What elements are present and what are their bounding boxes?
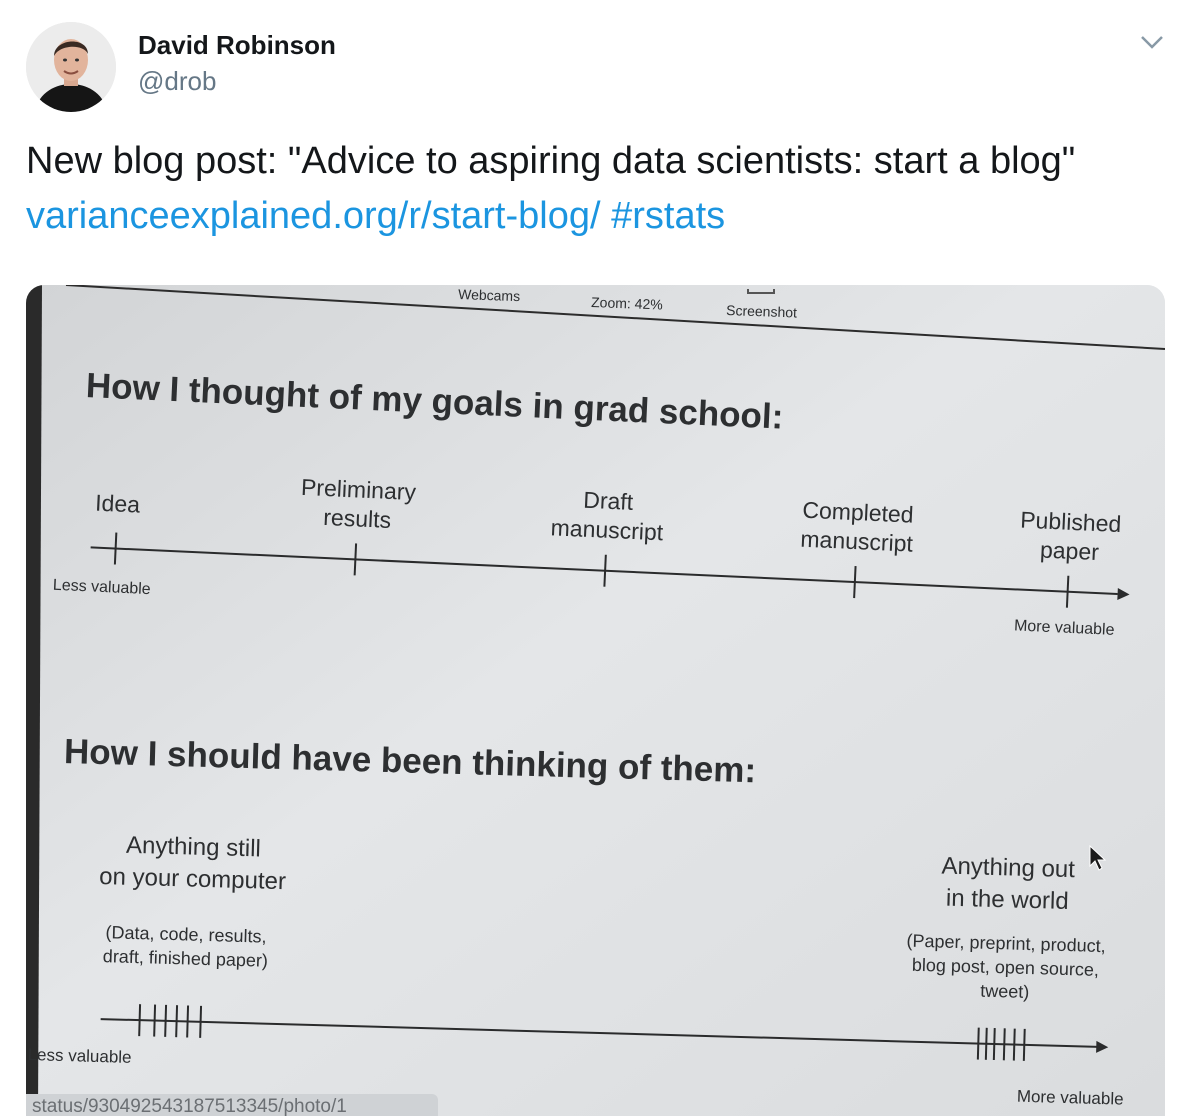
toolbar-zoom: Zoom: 42%: [591, 294, 663, 312]
left-group-title: Anything still: [126, 832, 261, 863]
milestone-label: paper: [1040, 536, 1100, 565]
milestone-tick: [353, 543, 358, 576]
milestone-tick: [603, 554, 607, 587]
right-group-examples: tweet): [980, 981, 1030, 1002]
milestone-tick: [1065, 575, 1070, 608]
section2-axis: [100, 1018, 1099, 1048]
blog-link[interactable]: varianceexplained.org/r/start-blog/: [26, 195, 601, 237]
section1-arrow-icon: [1117, 588, 1130, 601]
section1-more-valuable: More valuable: [1014, 617, 1115, 639]
toolbar-screenshot: Screenshot: [726, 302, 797, 320]
chevron-down-icon[interactable]: [1136, 28, 1168, 56]
author-handle[interactable]: @drob: [138, 66, 217, 96]
milestone-label: Idea: [95, 490, 141, 518]
toolbar-divider: [65, 285, 1165, 350]
right-group-title: Anything out: [941, 852, 1075, 883]
milestone-label: results: [323, 504, 392, 533]
left-group-examples: (Data, code, results,: [105, 922, 267, 946]
mouse-pointer-icon: [1089, 844, 1107, 871]
right-tick-cluster: [976, 1027, 1026, 1061]
screen-bezel: [26, 285, 42, 1116]
section2-less-valuable: Less valuable: [27, 1045, 131, 1067]
toolbar-webcams: Webcams: [458, 286, 521, 304]
section2-more-valuable: More valuable: [1017, 1087, 1124, 1109]
avatar-photo: [26, 22, 116, 112]
milestone-label: manuscript: [800, 526, 914, 557]
right-group-title: in the world: [946, 885, 1069, 915]
left-group-title: on your computer: [99, 863, 286, 895]
milestone-tick: [853, 566, 857, 599]
status-url-bar: status/930492543187513345/photo/1: [26, 1094, 438, 1116]
tweet-photo[interactable]: Webcams Zoom: 42% Screenshot How I thoug…: [26, 285, 1165, 1116]
milestone-label: Draft: [583, 487, 635, 515]
left-group-examples: draft, finished paper): [103, 946, 269, 971]
milestone-label: Preliminary: [300, 474, 417, 505]
camera-icon: [747, 289, 775, 294]
author-name[interactable]: David Robinson: [138, 30, 336, 60]
avatar[interactable]: [26, 22, 116, 112]
milestone-tick: [113, 532, 118, 565]
left-tick-cluster: [138, 1004, 203, 1038]
section1-less-valuable: Less valuable: [52, 577, 151, 598]
section2-arrow-icon: [1096, 1040, 1109, 1053]
milestone-label: Completed: [802, 497, 914, 528]
tweet-text-body: New blog post: "Advice to aspiring data …: [26, 140, 1076, 182]
tweet-text: New blog post: "Advice to aspiring data …: [26, 134, 1146, 244]
slide-photo: Webcams Zoom: 42% Screenshot How I thoug…: [26, 285, 1165, 1116]
hashtag-link[interactable]: #rstats: [611, 195, 726, 237]
milestone-label: Published: [1020, 507, 1122, 538]
milestone-label: manuscript: [550, 514, 664, 545]
